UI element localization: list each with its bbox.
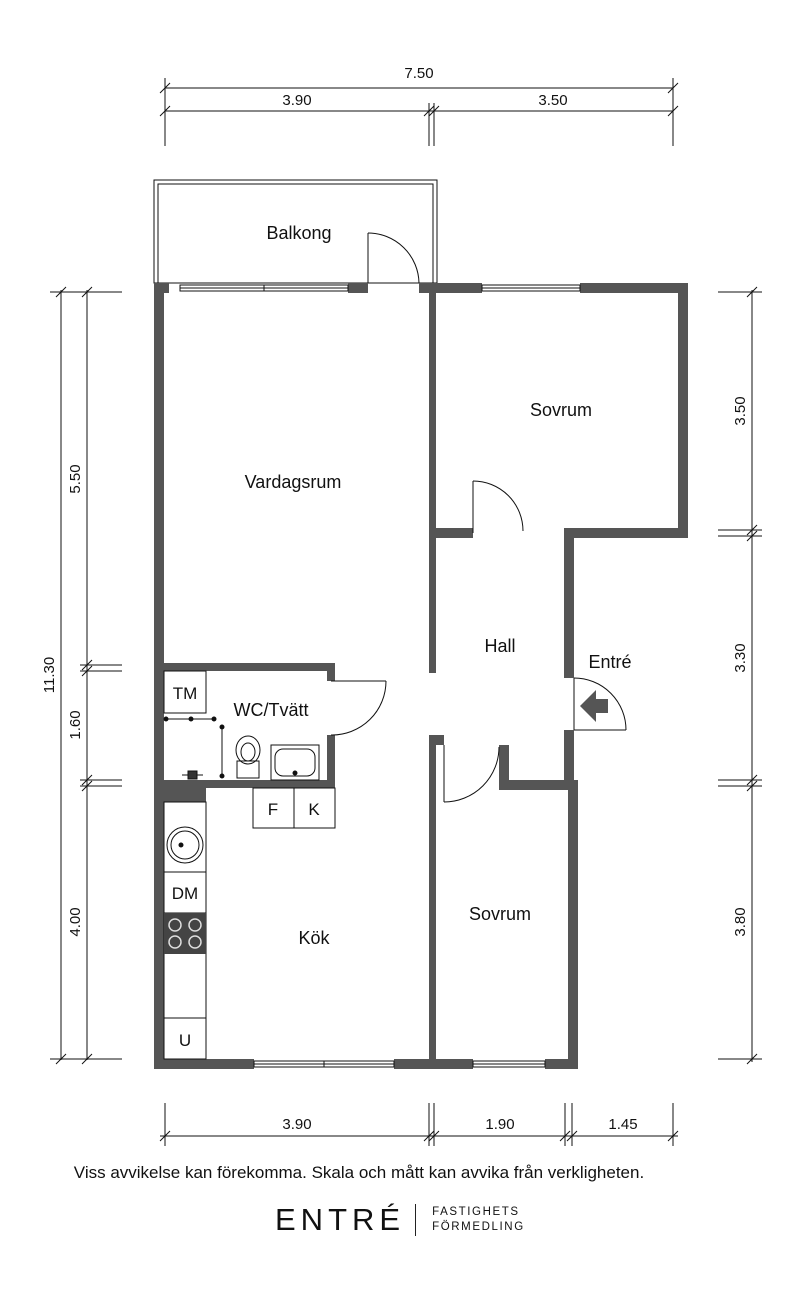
dim-top-left: 3.90: [282, 92, 311, 109]
dim-right-lower: 3.80: [732, 907, 749, 936]
fixture-label-k: K: [308, 800, 320, 819]
dim-top-right: 3.50: [538, 92, 567, 109]
dim-right-upper: 3.50: [732, 396, 749, 425]
room-label-balcony: Balkong: [266, 223, 331, 243]
logo-tagline: FASTIGHETS FÖRMEDLING: [432, 1205, 525, 1235]
room-label-bedroom-bottom: Sovrum: [469, 904, 531, 924]
logo-divider: [415, 1204, 417, 1236]
faucet-icon: [182, 770, 203, 780]
room-label-hall: Hall: [484, 636, 515, 656]
logo-wordmark: ENTRÉ: [275, 1202, 406, 1237]
freezer-box: [293, 787, 336, 829]
sink-icon: [166, 826, 204, 864]
fixture-label-tm: TM: [173, 684, 198, 703]
room-label-wc: WC/Tvätt: [234, 700, 309, 720]
balcony-outline: [153, 179, 438, 284]
washbasin-icon: [270, 744, 320, 781]
dim-top-total: 7.50: [404, 65, 433, 82]
entre-logo: ENTRÉ FASTIGHETS FÖRMEDLING: [275, 1200, 525, 1240]
dim-left-middle: 1.60: [67, 710, 84, 739]
dimension-lines: [50, 78, 762, 1146]
entrance-arrow-icon: [580, 690, 608, 722]
logo-tagline-line-1: FASTIGHETS: [432, 1206, 520, 1218]
dim-right-middle: 3.30: [732, 643, 749, 672]
dim-left-lower: 4.00: [67, 907, 84, 936]
room-label-entrance: Entré: [588, 652, 631, 672]
room-label-living: Vardagsrum: [245, 472, 342, 492]
tm-box: [163, 670, 207, 714]
stove-icon: [164, 913, 206, 954]
room-label-kitchen: Kök: [298, 928, 330, 948]
walls: [154, 283, 688, 1069]
doors: [330, 232, 627, 803]
fixture-label-f: F: [268, 800, 278, 819]
floor-plan: Balkong Vardagsrum Sovrum Hall Entré WC/…: [41, 65, 762, 1146]
dim-bottom-middle: 1.90: [485, 1116, 514, 1133]
wc-fixtures: [163, 670, 336, 829]
disclaimer-text: Viss avvikelse kan förekomma. Skala och …: [73, 1163, 645, 1182]
dim-left-total: 11.30: [41, 657, 58, 693]
dim-bottom-left: 3.90: [282, 1116, 311, 1133]
fixture-label-u: U: [179, 1031, 191, 1050]
fixture-label-dm: DM: [172, 884, 198, 903]
dim-left-upper: 5.50: [67, 464, 84, 493]
windows: [179, 284, 581, 1068]
toilet-icon: [235, 735, 261, 779]
dim-bottom-right: 1.45: [608, 1116, 637, 1133]
logo-tagline-line-2: FÖRMEDLING: [432, 1221, 525, 1233]
room-label-bedroom-top: Sovrum: [530, 400, 592, 420]
